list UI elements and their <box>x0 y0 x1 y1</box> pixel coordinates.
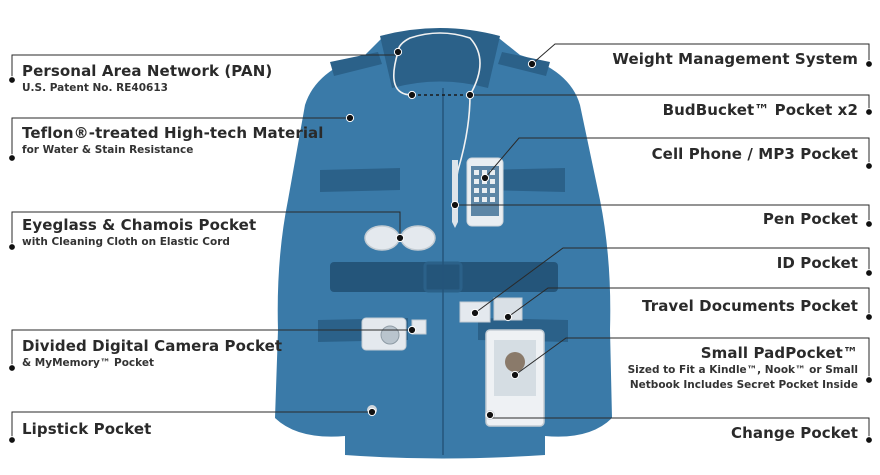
callout-pan-subtitle: U.S. Patent No. RE40613 <box>22 82 168 94</box>
phone-icon <box>466 157 504 227</box>
callout-pad-title: Small PadPocket™ <box>700 344 858 362</box>
callout-eyeglass-subtitle: with Cleaning Cloth on Elastic Cord <box>22 236 230 248</box>
callout-pad: Small PadPocket™ Sized to Fit a Kindle™,… <box>628 344 858 393</box>
callout-teflon-title: Teflon®-treated High-tech Material <box>22 124 324 142</box>
callout-pan: Personal Area Network (PAN) U.S. Patent … <box>22 62 272 96</box>
callout-id-title: ID Pocket <box>776 254 858 272</box>
callout-budbucket-title: BudBucket™ Pocket x2 <box>662 101 858 119</box>
callout-camera-subtitle: & MyMemory™ Pocket <box>22 357 154 369</box>
callout-pad-subtitle2: Netbook Includes Secret Pocket Inside <box>629 379 858 391</box>
callout-weight: Weight Management System <box>612 50 858 69</box>
callout-pad-subtitle: Sized to Fit a Kindle™, Nook™ or Small <box>627 364 858 376</box>
callout-pan-title: Personal Area Network (PAN) <box>22 62 273 80</box>
jacket-shape <box>275 28 612 459</box>
callout-eyeglass: Eyeglass & Chamois Pocket with Cleaning … <box>22 216 256 250</box>
callout-camera: Divided Digital Camera Pocket & MyMemory… <box>22 337 282 371</box>
callout-cellphone: Cell Phone / MP3 Pocket <box>652 145 858 164</box>
callout-lipstick: Lipstick Pocket <box>22 420 151 439</box>
callout-change: Change Pocket <box>731 424 858 443</box>
callout-pen: Pen Pocket <box>763 210 858 229</box>
callout-change-title: Change Pocket <box>730 424 858 442</box>
callout-travel-title: Travel Documents Pocket <box>642 297 858 315</box>
callout-budbucket: BudBucket™ Pocket x2 <box>663 101 858 120</box>
callout-pen-title: Pen Pocket <box>762 210 858 228</box>
callout-teflon-subtitle: for Water & Stain Resistance <box>22 144 194 156</box>
pad-icon <box>485 329 545 427</box>
leader-dots <box>8 47 873 444</box>
callout-teflon: Teflon®-treated High-tech Material for W… <box>22 124 324 158</box>
callout-id: ID Pocket <box>777 254 858 273</box>
callout-lipstick-title: Lipstick Pocket <box>22 420 152 438</box>
callout-travel: Travel Documents Pocket <box>642 297 858 316</box>
callout-eyeglass-title: Eyeglass & Chamois Pocket <box>22 216 257 234</box>
callout-weight-title: Weight Management System <box>612 50 858 68</box>
camera-icon <box>361 317 427 351</box>
callout-cellphone-title: Cell Phone / MP3 Pocket <box>651 145 858 163</box>
pen-icon <box>452 160 458 228</box>
callout-camera-title: Divided Digital Camera Pocket <box>22 337 283 355</box>
